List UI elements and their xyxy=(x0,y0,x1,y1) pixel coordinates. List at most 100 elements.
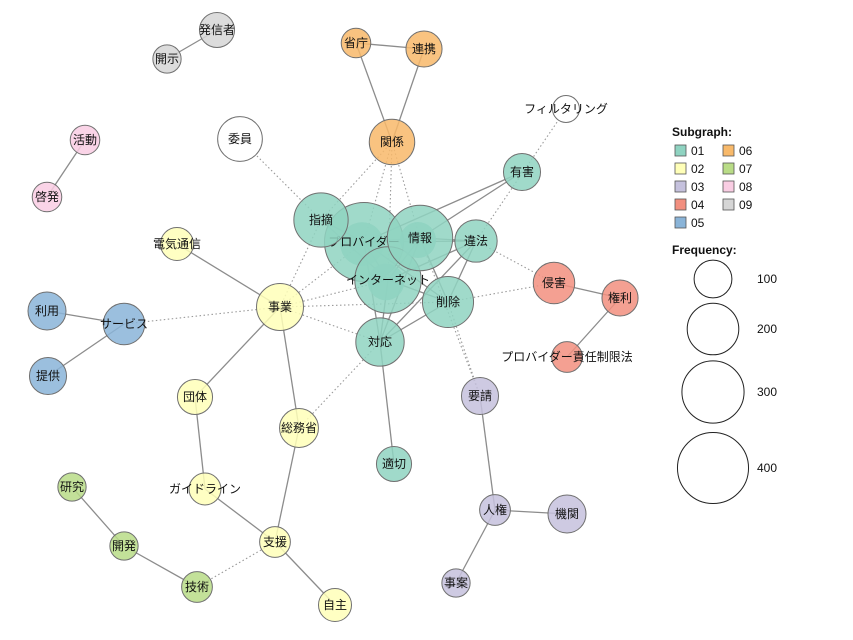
node-circle xyxy=(547,494,587,534)
node-guideline[interactable]: ガイドライン xyxy=(169,472,241,506)
node-circle xyxy=(375,445,413,483)
node-somusho[interactable]: 総務省 xyxy=(279,408,319,448)
edge-kankei-shiteki xyxy=(320,141,393,221)
node-circle xyxy=(454,219,498,263)
legend-item-06: 06 xyxy=(722,144,753,158)
node-circle xyxy=(102,302,146,346)
legend-label: 04 xyxy=(691,198,705,212)
node-tekisetsu[interactable]: 適切 xyxy=(375,445,413,483)
node-taio[interactable]: 対応 xyxy=(355,317,405,367)
node-gijutsu[interactable]: 技術 xyxy=(181,571,213,603)
node-circle xyxy=(198,11,236,49)
node-circle xyxy=(181,571,213,603)
legend-item-01: 01 xyxy=(674,144,705,158)
node-jinken[interactable]: 人権 xyxy=(479,494,511,526)
node-label: 適切 xyxy=(382,456,406,471)
node-circle xyxy=(551,341,583,373)
legend-swatch xyxy=(674,198,687,211)
node-filtering[interactable]: フィルタリング xyxy=(524,95,608,123)
node-circle xyxy=(159,226,195,262)
node-kankei[interactable]: 関係 xyxy=(368,118,416,166)
frequency-label: 100 xyxy=(757,272,777,286)
node-kikan[interactable]: 機関 xyxy=(547,494,587,534)
frequency-200: 200 xyxy=(686,302,777,356)
edge-iin-shiteki xyxy=(239,138,322,221)
edge-kankei-internet xyxy=(387,141,393,281)
node-jigyo[interactable]: 事業 xyxy=(256,283,304,331)
node-label: インターネット xyxy=(346,273,430,287)
node-circle xyxy=(109,531,139,561)
node-label: 開発 xyxy=(112,539,136,553)
node-circle xyxy=(532,261,576,305)
node-iin[interactable]: 委員 xyxy=(217,116,263,162)
node-circle xyxy=(502,152,542,192)
node-circle xyxy=(441,568,471,598)
node-circle xyxy=(421,275,475,329)
node-label: 提供 xyxy=(36,368,60,383)
node-service[interactable]: サービス xyxy=(100,302,148,346)
legend-frequency-title: Frequency: xyxy=(672,243,737,257)
node-label: 活動 xyxy=(73,133,97,147)
node-jian[interactable]: 事案 xyxy=(441,568,471,598)
node-shien[interactable]: 支援 xyxy=(259,526,291,558)
node-sakujo[interactable]: 削除 xyxy=(421,275,475,329)
node-shingai[interactable]: 侵害 xyxy=(532,261,576,305)
node-jishu[interactable]: 自主 xyxy=(317,587,353,623)
legend-swatch xyxy=(722,144,735,157)
node-core xyxy=(400,222,436,258)
legend-item-04: 04 xyxy=(674,198,705,212)
node-label: 事業 xyxy=(268,300,292,314)
frequency-circle xyxy=(681,360,745,424)
node-label: 開示 xyxy=(155,52,179,66)
frequency-circle xyxy=(686,302,740,356)
node-label: 侵害 xyxy=(542,275,566,290)
legend-label: 02 xyxy=(691,162,705,176)
node-kaiji[interactable]: 開示 xyxy=(152,44,182,74)
node-label: 情報 xyxy=(408,231,432,245)
node-yugai[interactable]: 有害 xyxy=(502,152,542,192)
node-info[interactable]: 情報 xyxy=(386,204,454,272)
node-label: 発信者 xyxy=(199,23,235,37)
node-renkei[interactable]: 連携 xyxy=(405,30,443,68)
node-label: 削除 xyxy=(436,294,460,309)
node-kenri[interactable]: 権利 xyxy=(601,279,639,317)
node-label: フィルタリング xyxy=(524,102,608,116)
node-keihatsu[interactable]: 啓発 xyxy=(31,181,63,213)
node-label: 事案 xyxy=(444,575,468,590)
node-provlaw[interactable]: プロバイダー責任制限法 xyxy=(501,341,633,373)
node-circle xyxy=(340,27,372,59)
node-kaihatsu[interactable]: 開発 xyxy=(109,531,139,561)
node-circle xyxy=(552,95,580,123)
node-denki[interactable]: 電気通信 xyxy=(153,226,201,262)
node-label: 電気通信 xyxy=(153,236,201,251)
node-katsudo[interactable]: 活動 xyxy=(69,124,101,156)
node-label: 連携 xyxy=(412,41,436,56)
node-shiteki[interactable]: 指摘 xyxy=(293,192,349,248)
node-kenkyu[interactable]: 研究 xyxy=(57,472,87,502)
node-circle xyxy=(28,356,68,396)
node-shocho[interactable]: 省庁 xyxy=(340,27,372,59)
node-internet[interactable]: インターネット xyxy=(346,246,430,314)
node-dantai[interactable]: 団体 xyxy=(176,378,214,416)
node-label: 関係 xyxy=(380,135,404,149)
node-circle xyxy=(460,376,500,416)
node-label: 研究 xyxy=(60,479,84,494)
frequency-100: 100 xyxy=(693,259,777,299)
node-label: プロバイダー xyxy=(328,234,400,249)
legend-subgraph-title: Subgraph: xyxy=(672,125,732,139)
node-circle xyxy=(293,192,349,248)
node-circle xyxy=(188,472,222,506)
node-riyou[interactable]: 利用 xyxy=(27,291,67,331)
legend-label: 08 xyxy=(739,180,753,194)
node-teikyo[interactable]: 提供 xyxy=(28,356,68,396)
node-ihou[interactable]: 違法 xyxy=(454,219,498,263)
node-circle xyxy=(405,30,443,68)
legend-item-08: 08 xyxy=(722,180,753,194)
frequency-label: 200 xyxy=(757,322,777,336)
node-circle xyxy=(69,124,101,156)
node-hasshinsha[interactable]: 発信者 xyxy=(198,11,236,49)
node-yousei[interactable]: 要請 xyxy=(460,376,500,416)
